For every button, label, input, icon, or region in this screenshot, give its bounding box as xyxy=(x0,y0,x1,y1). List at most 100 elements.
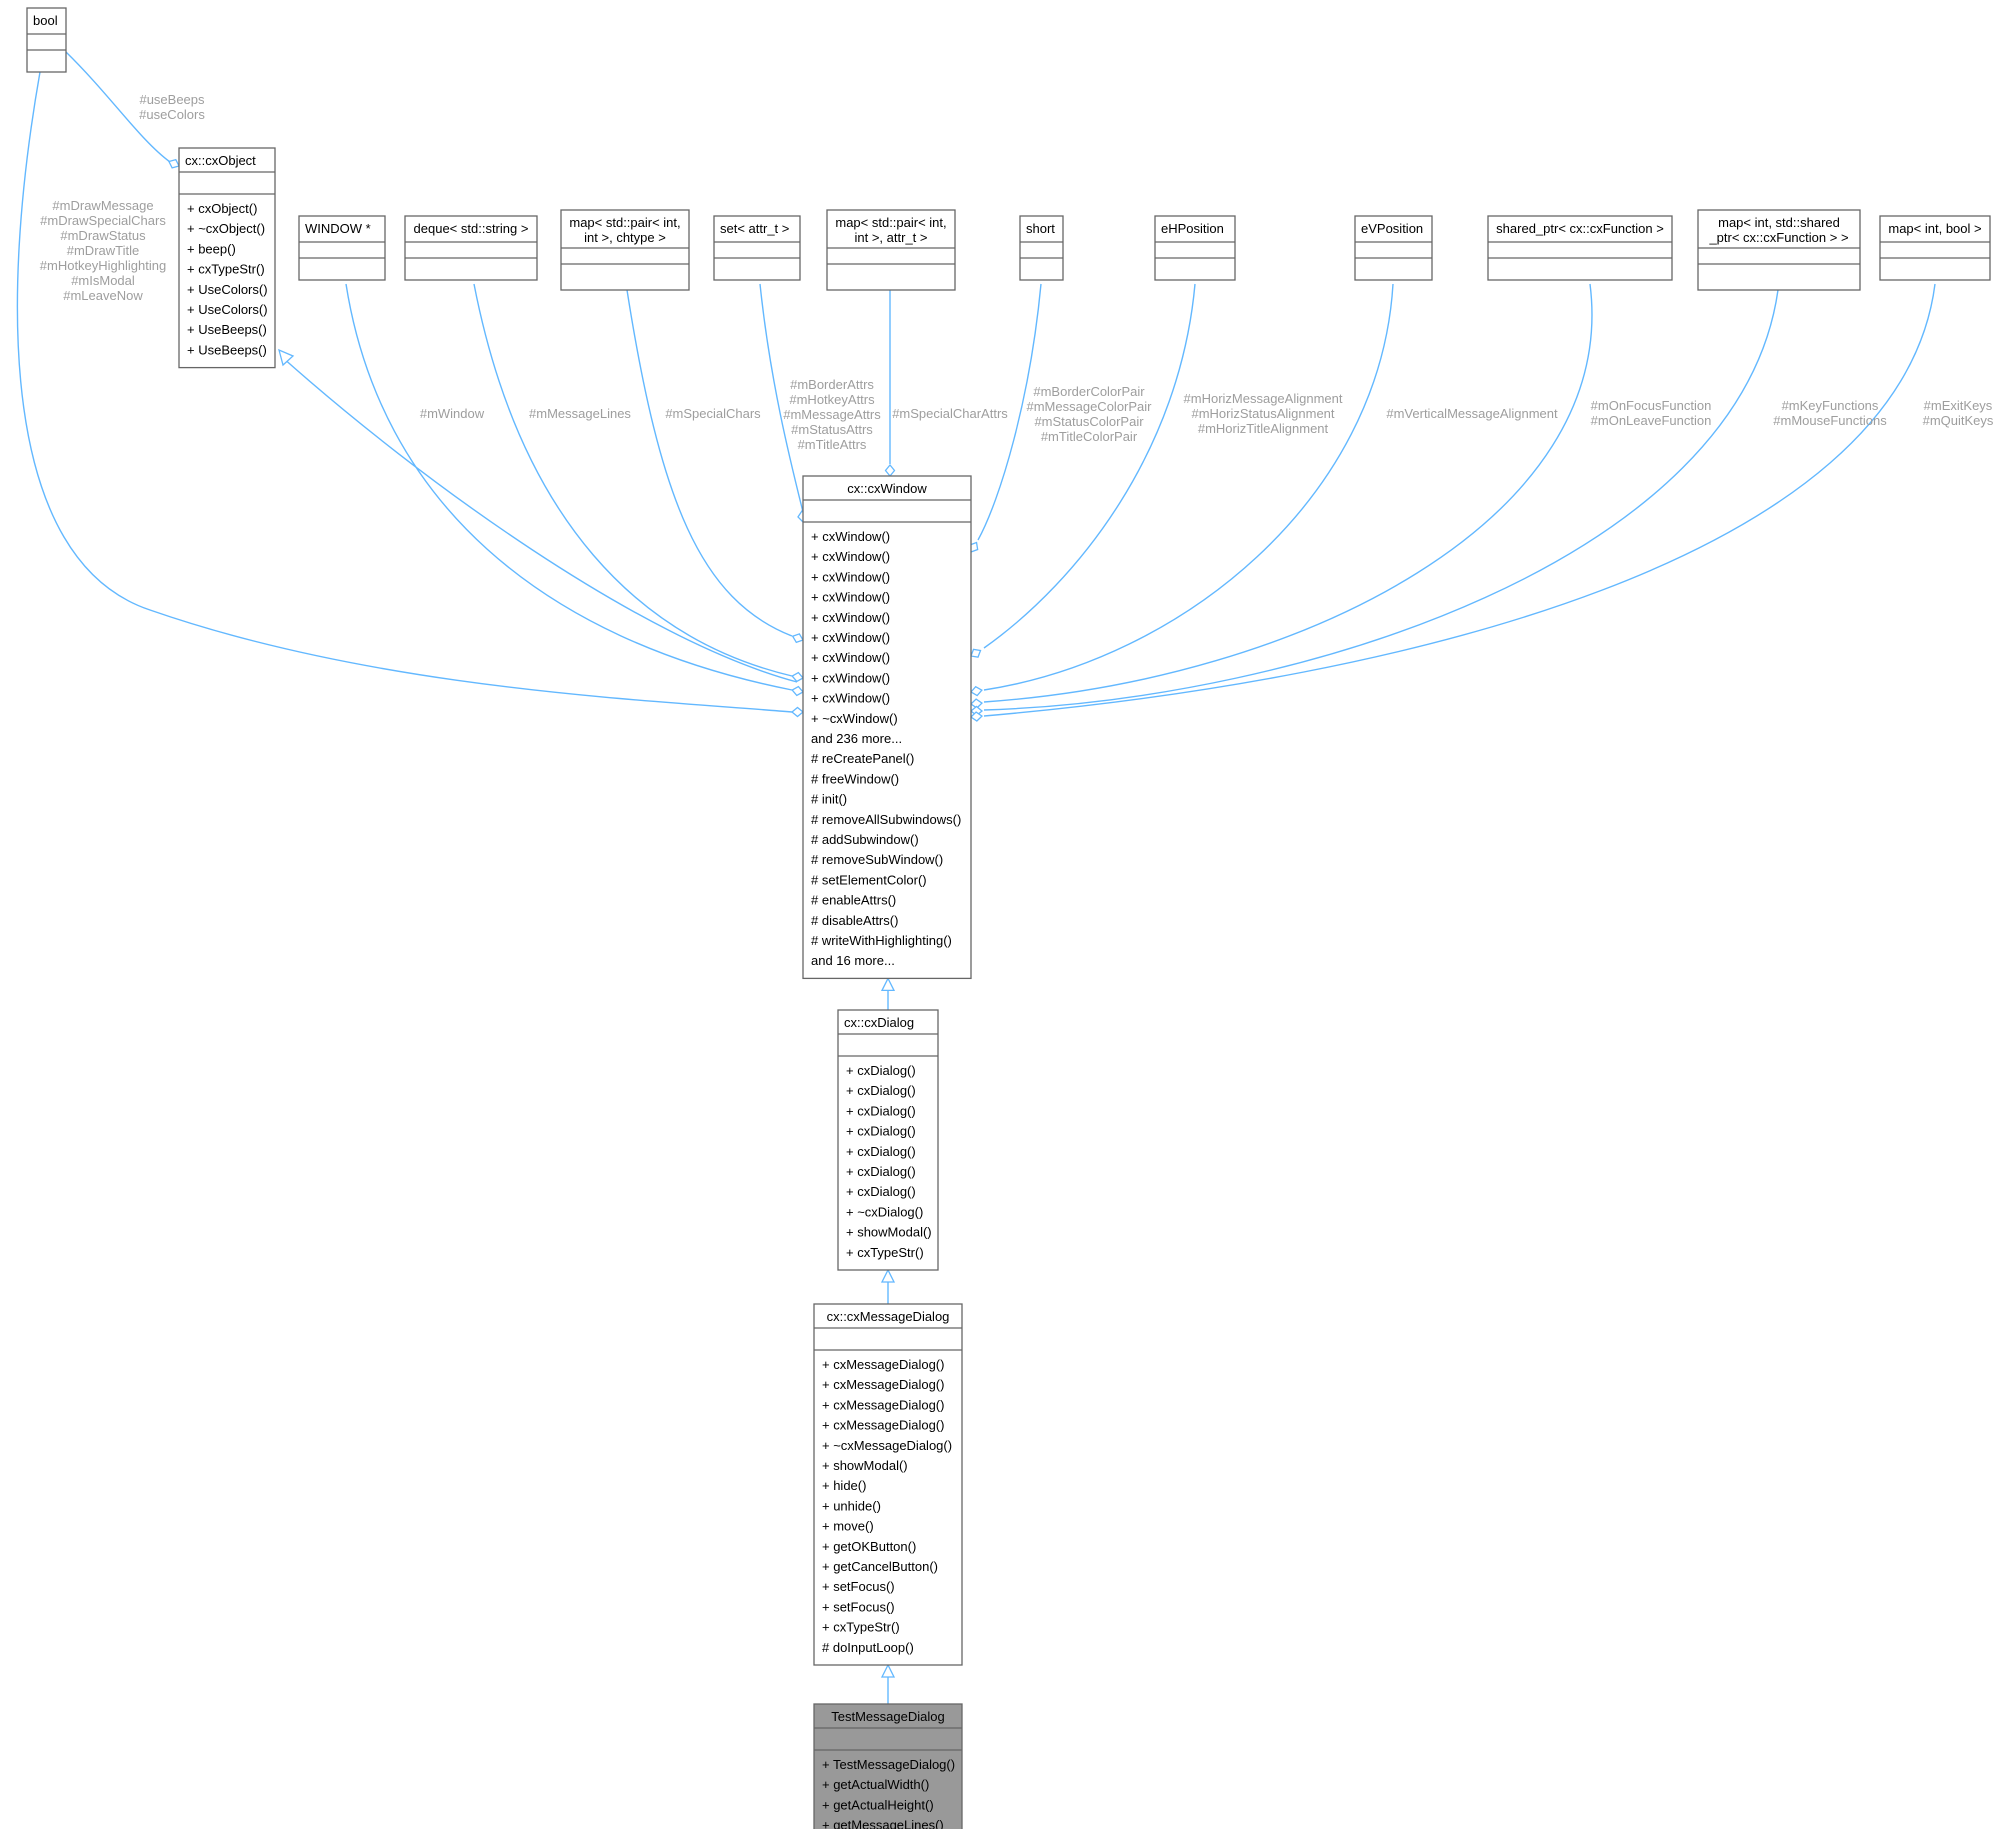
class-member: # doInputLoop() xyxy=(822,1640,914,1655)
class-node-set_attr[interactable]: set< attr_t > xyxy=(713,215,801,281)
class-member: # disableAttrs() xyxy=(811,913,898,928)
class-title: _ptr< cx::cxFunction > > xyxy=(1708,230,1848,245)
class-member: + cxWindow() xyxy=(811,529,890,544)
class-node-shared_ptr[interactable]: shared_ptr< cx::cxFunction > xyxy=(1487,215,1673,281)
class-member: + UseColors() xyxy=(187,282,268,297)
class-member: + cxTypeStr() xyxy=(187,262,265,277)
edge-evpos-cxwindow xyxy=(983,283,1394,691)
class-box xyxy=(1354,215,1433,281)
aggregation-diamond xyxy=(884,463,896,478)
edge-label: #mHorizStatusAlignment xyxy=(1191,406,1334,421)
edge-bool-cxobject xyxy=(65,51,171,163)
class-member: and 16 more... xyxy=(811,953,895,968)
aggregation-diamond xyxy=(791,685,805,697)
class-member: + cxWindow() xyxy=(811,670,890,685)
class-member: + cxMessageDialog() xyxy=(822,1397,944,1412)
class-title: cx::cxMessageDialog xyxy=(827,1309,950,1324)
class-node-bool[interactable]: bool xyxy=(26,7,67,73)
aggregation-diamond xyxy=(970,648,982,658)
class-member: + cxTypeStr() xyxy=(822,1620,900,1635)
edge-setattr-cxwindow xyxy=(759,283,804,513)
class-node-TestMessageDialog[interactable]: TestMessageDialog+ TestMessageDialog()+ … xyxy=(813,1703,963,1829)
class-title: int >, chtype > xyxy=(584,230,666,245)
class-member: # enableAttrs() xyxy=(811,893,896,908)
edge-label: #mKeyFunctions xyxy=(1782,398,1879,413)
edge-label: #mBorderColorPair xyxy=(1033,384,1145,399)
class-box xyxy=(813,1303,963,1666)
class-node-map_bool[interactable]: map< int, bool > xyxy=(1879,215,1991,281)
inheritance-arrow xyxy=(278,348,295,367)
class-member: # reCreatePanel() xyxy=(811,751,914,766)
class-member: + cxWindow() xyxy=(811,569,890,584)
edge-label: #mSpecialCharAttrs xyxy=(892,406,1008,421)
edge-label: #mHorizMessageAlignment xyxy=(1184,391,1343,406)
edge-label: #mMessageLines xyxy=(529,406,631,421)
class-title: cx::cxWindow xyxy=(847,481,927,496)
class-box xyxy=(802,475,972,980)
class-title: WINDOW * xyxy=(305,221,371,236)
class-box xyxy=(178,147,276,369)
class-member: + getOKButton() xyxy=(822,1539,916,1554)
class-member: + cxDialog() xyxy=(846,1083,916,1098)
class-node-deque[interactable]: deque< std::string > xyxy=(404,215,538,281)
class-title: bool xyxy=(33,13,58,28)
class-box xyxy=(1154,215,1236,281)
class-member: + cxWindow() xyxy=(811,650,890,665)
class-member: + UseBeeps() xyxy=(187,322,267,337)
edge-cxobject-cxwindow xyxy=(281,356,798,683)
class-member: # setElementColor() xyxy=(811,872,927,887)
class-node-cxMessageDialog[interactable]: cx::cxMessageDialog+ cxMessageDialog()+ … xyxy=(813,1303,963,1666)
edge-label: #useColors xyxy=(139,107,205,122)
class-node-map_attr[interactable]: map< std::pair< int,int >, attr_t > xyxy=(826,209,956,291)
edge-label: #mHotkeyHighlighting xyxy=(40,258,166,273)
class-box xyxy=(1487,215,1673,281)
edge-label: #mMessageColorPair xyxy=(1027,399,1153,414)
class-box xyxy=(826,209,956,291)
class-box xyxy=(26,7,67,73)
class-member: + ~cxMessageDialog() xyxy=(822,1438,952,1453)
class-member: + cxWindow() xyxy=(811,691,890,706)
class-member: + hide() xyxy=(822,1478,866,1493)
edge-label: #mVerticalMessageAlignment xyxy=(1386,406,1558,421)
edge-label: #mHotkeyAttrs xyxy=(789,392,875,407)
class-node-window_ptr[interactable]: WINDOW * xyxy=(298,215,386,281)
class-title: eHPosition xyxy=(1161,221,1224,236)
class-member: + cxDialog() xyxy=(846,1063,916,1078)
class-member: and 236 more... xyxy=(811,731,902,746)
class-title: cx::cxDialog xyxy=(844,1015,914,1030)
class-member: + beep() xyxy=(187,241,236,256)
class-node-map_chtype[interactable]: map< std::pair< int,int >, chtype > xyxy=(560,209,690,291)
edge-mapfunc-cxwindow xyxy=(983,289,1779,711)
edge-label: #mTitleColorPair xyxy=(1041,429,1138,444)
class-node-cxObject[interactable]: cx::cxObject+ cxObject()+ ~cxObject()+ b… xyxy=(178,147,276,369)
class-member: # removeSubWindow() xyxy=(811,852,943,867)
class-node-short[interactable]: short xyxy=(1019,215,1064,281)
class-member: + ~cxDialog() xyxy=(846,1204,923,1219)
class-node-eHPosition[interactable]: eHPosition xyxy=(1154,215,1236,281)
edge-label: #mMessageAttrs xyxy=(783,407,881,422)
class-box xyxy=(1879,215,1991,281)
class-title: deque< std::string > xyxy=(414,221,529,236)
class-node-eVPosition[interactable]: eVPosition xyxy=(1354,215,1433,281)
class-box xyxy=(1019,215,1064,281)
class-member: # init() xyxy=(811,792,847,807)
edge-label: #mExitKeys xyxy=(1924,398,1993,413)
class-node-cxWindow[interactable]: cx::cxWindow+ cxWindow()+ cxWindow()+ cx… xyxy=(802,475,972,980)
edge-bool-cxwindow xyxy=(16,71,793,713)
class-node-cxDialog[interactable]: cx::cxDialog+ cxDialog()+ cxDialog()+ cx… xyxy=(837,1009,939,1271)
class-member: # addSubwindow() xyxy=(811,832,919,847)
class-box xyxy=(298,215,386,281)
inheritance-arrow xyxy=(880,1663,896,1678)
class-member: + cxObject() xyxy=(187,201,257,216)
edge-label: #mHorizTitleAlignment xyxy=(1198,421,1329,436)
class-box xyxy=(1697,209,1861,291)
class-title: int >, attr_t > xyxy=(855,230,928,245)
edge-label: #useBeeps xyxy=(139,92,205,107)
class-member: + cxWindow() xyxy=(811,630,890,645)
class-node-map_func[interactable]: map< int, std::shared_ptr< cx::cxFunctio… xyxy=(1697,209,1861,291)
class-member: + showModal() xyxy=(822,1458,908,1473)
edge-label: #mIsModal xyxy=(71,273,135,288)
edge-label: #mSpecialChars xyxy=(665,406,761,421)
edge-label: #mStatusAttrs xyxy=(791,422,873,437)
